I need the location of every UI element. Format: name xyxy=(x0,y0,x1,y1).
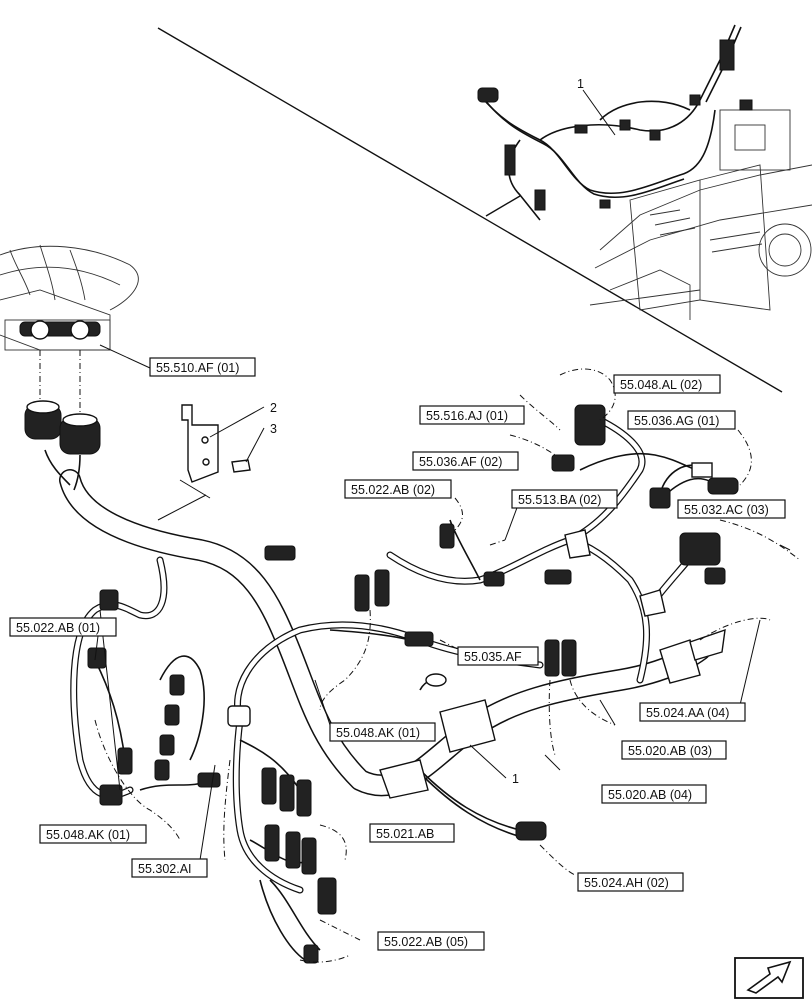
callout-55-022-ab-01: 55.022.AB (01) xyxy=(9,617,117,637)
item-number-1-inset: 1 xyxy=(577,77,584,91)
svg-text:55.022.AB (01): 55.022.AB (01) xyxy=(16,621,100,635)
callout-55-513-ba-02: 55.513.BA (02) xyxy=(511,489,618,509)
callout-55-021-ab: 55.021.AB xyxy=(369,823,455,843)
svg-text:55.022.AB (02): 55.022.AB (02) xyxy=(351,483,435,497)
next-page-arrow-icon[interactable] xyxy=(734,957,804,999)
bracket-pointer-2 xyxy=(179,479,211,499)
round-connector-left xyxy=(24,400,101,491)
svg-text:55.036.AG (01): 55.036.AG (01) xyxy=(634,414,719,428)
item-number-1-main: 1 xyxy=(512,772,519,786)
bracket-pointer xyxy=(157,494,207,521)
callout-55-032-ac-03: 55.032.AC (03) xyxy=(677,499,786,519)
svg-text:55.513.BA (02): 55.513.BA (02) xyxy=(518,493,601,507)
overview-inset: 1 xyxy=(157,24,812,393)
svg-text:55.022.AB (05): 55.022.AB (05) xyxy=(384,935,468,949)
svg-text:55.020.AB (04): 55.020.AB (04) xyxy=(608,788,692,802)
inset-pointer-line xyxy=(485,195,521,217)
reference-dash-lines xyxy=(94,368,801,963)
svg-text:55.036.AF (02): 55.036.AF (02) xyxy=(419,455,502,469)
inset-divider-line xyxy=(157,27,783,393)
leader-c1 xyxy=(99,344,151,369)
callout-55-022-ab-02: 55.022.AB (02) xyxy=(344,479,452,499)
callout-55-302-ai: 55.302.AI xyxy=(131,858,208,878)
callout-55-510-af-01: 55.510.AF (01) xyxy=(149,357,256,377)
callout-55-035-af: 55.035.AF xyxy=(457,646,539,666)
svg-text:55.510.AF (01): 55.510.AF (01) xyxy=(156,361,239,375)
callout-55-036-af-02: 55.036.AF (02) xyxy=(412,451,519,471)
svg-text:55.048.AK (01): 55.048.AK (01) xyxy=(336,726,420,740)
callout-55-020-ab-04: 55.020.AB (04) xyxy=(601,784,707,804)
callout-55-024-aa-04: 55.024.AA (04) xyxy=(639,702,746,722)
cab-floor-sketch xyxy=(0,244,151,415)
inset-harness xyxy=(477,24,753,221)
svg-text:55.302.AI: 55.302.AI xyxy=(138,862,192,876)
item-numbers: 2 3 1 xyxy=(270,401,519,786)
tractor-transmission-sketch xyxy=(589,109,812,320)
callout-55-020-ab-03: 55.020.AB (03) xyxy=(621,740,727,760)
item-number-3: 3 xyxy=(270,422,277,436)
connectors xyxy=(24,400,739,964)
callout-55-022-ab-05: 55.022.AB (05) xyxy=(377,931,485,951)
svg-text:55.021.AB: 55.021.AB xyxy=(376,827,434,841)
svg-text:55.048.AK (01): 55.048.AK (01) xyxy=(46,828,130,842)
svg-text:55.024.AH (02): 55.024.AH (02) xyxy=(584,876,669,890)
callout-55-024-ah-02: 55.024.AH (02) xyxy=(577,872,684,892)
callout-55-048-ak-01-left: 55.048.AK (01) xyxy=(39,824,147,844)
svg-text:55.048.AL (02): 55.048.AL (02) xyxy=(620,378,702,392)
svg-text:55.516.AJ (01): 55.516.AJ (01) xyxy=(426,409,508,423)
main-harness xyxy=(59,416,721,961)
callout-labels: 55.510.AF (01) 55.048.AL (02) 55.516.AJ … xyxy=(9,357,786,951)
svg-text:55.020.AB (03): 55.020.AB (03) xyxy=(628,744,712,758)
callout-55-048-al-02: 55.048.AL (02) xyxy=(613,374,721,394)
svg-text:55.035.AF: 55.035.AF xyxy=(464,650,522,664)
callout-55-048-ak-01-center: 55.048.AK (01) xyxy=(329,722,436,742)
svg-text:55.032.AC (03): 55.032.AC (03) xyxy=(684,503,769,517)
svg-text:55.024.AA (04): 55.024.AA (04) xyxy=(646,706,729,720)
mounting-bracket xyxy=(181,404,265,483)
callout-55-036-ag-01: 55.036.AG (01) xyxy=(627,410,736,430)
callout-55-516-aj-01: 55.516.AJ (01) xyxy=(419,405,525,425)
item-number-2: 2 xyxy=(270,401,277,415)
item-1-inset-leader xyxy=(582,89,616,136)
